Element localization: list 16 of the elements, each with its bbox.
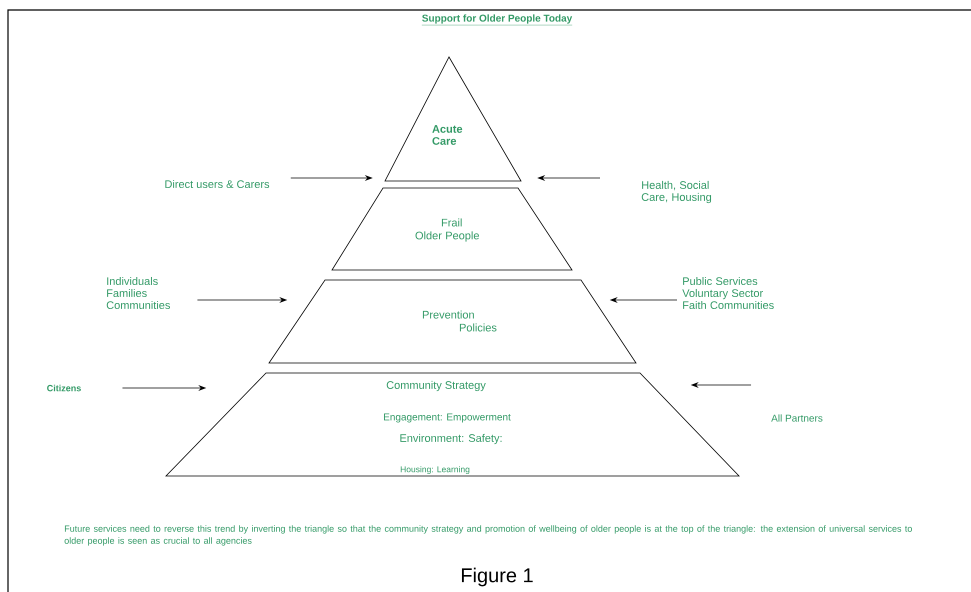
tier-text: Prevention Policies (422, 310, 496, 332)
tier-text: Community Strategy (386, 380, 486, 392)
tier-text: Acute Care (432, 125, 462, 145)
title: Support for Older People Today (422, 14, 572, 26)
side-label: All Partners (771, 414, 822, 422)
tier-text: Frail Older People (416, 218, 479, 242)
tier-text: Housing: Learning (400, 466, 470, 474)
side-label: Public Services Voluntary Sector Faith Communities (682, 276, 774, 310)
caption: Figure 1 (462, 568, 533, 586)
side-label: Citizens (47, 384, 81, 392)
side-label: Individuals Families Communities (106, 276, 170, 310)
tier-text: Engagement: Empowerment (384, 414, 511, 422)
tier-text: Environment: Safety: (400, 434, 502, 444)
note: Future services need to reverse this trend by inverting the triangle so that the community strategy and promotion of wellbeing of older people is at the top of the triangle: the extension of universal services to older people is seen as crucial to all agencies (64, 525, 912, 546)
side-label: Direct users & Carers (165, 180, 270, 188)
side-label: Health, Social Care, Housing (642, 180, 712, 204)
